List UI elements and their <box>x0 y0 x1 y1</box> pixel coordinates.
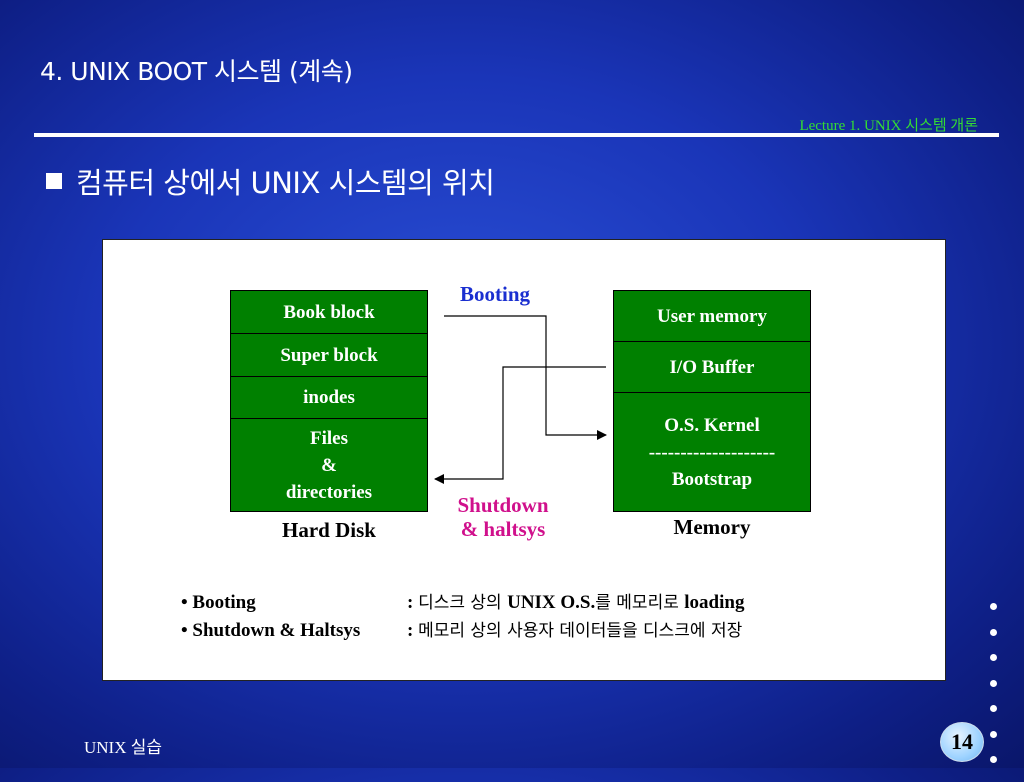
note-term: • Booting <box>181 592 256 613</box>
dot-icon <box>990 603 997 610</box>
decorative-dots <box>990 603 1000 782</box>
shutdown-line-1: Shutdown <box>457 493 549 517</box>
kernel-line-1: O.S. Kernel <box>664 414 760 436</box>
shutdown-line-2: & haltsys <box>460 517 546 541</box>
square-bullet-icon <box>46 173 62 189</box>
lecture-label: Lecture 1. UNIX 시스템 개론 <box>799 118 978 134</box>
hard-disk-block-book: Book block <box>230 290 428 334</box>
kernel-separator: -------------------- <box>648 441 776 463</box>
dot-icon <box>990 756 997 763</box>
section-heading-text: 컴퓨터 상에서 UNIX 시스템의 위치 <box>76 166 495 200</box>
note-description: : 디스크 상의 UNIX O.S.를 메모리로 loading <box>407 592 744 613</box>
files-line-1: Files <box>310 427 348 449</box>
memory-block-kernel: O.S. Kernel -------------------- Bootstr… <box>613 392 811 512</box>
note-desc-part: UNIX O.S. <box>507 592 596 613</box>
section-heading: 컴퓨터 상에서 UNIX 시스템의 위치 <box>46 160 495 202</box>
note-desc-part: 를 메모리로 <box>595 593 685 613</box>
slide-title: 4. UNIX BOOT 시스템 (계속) <box>40 57 353 86</box>
notes-list: • Booting: 디스크 상의 UNIX O.S.를 메모리로 loadin… <box>181 589 744 645</box>
hard-disk-caption: Hard Disk <box>282 518 376 542</box>
note-desc-part: 디스크 상의 <box>418 593 508 613</box>
footer-course: UNIX 실습 <box>84 738 163 757</box>
dot-icon <box>990 654 997 661</box>
page-number-badge: 14 <box>940 722 984 762</box>
shutdown-label: Shutdown & haltsys <box>433 493 573 541</box>
booting-arrow <box>444 315 607 440</box>
note-colon: : <box>407 620 419 641</box>
dot-icon <box>990 679 997 687</box>
flow-arrows <box>434 315 607 484</box>
booting-label: Booting <box>460 282 531 306</box>
title-divider <box>34 133 999 137</box>
hard-disk-block-inodes: inodes <box>230 376 428 419</box>
dot-icon <box>990 705 997 712</box>
kernel-line-3: Bootstrap <box>671 468 753 490</box>
note-shutdown: • Shutdown & Haltsys: 메모리 상의 사용자 데이터들을 디… <box>181 617 744 645</box>
note-description: : 메모리 상의 사용자 데이터들을 디스크에 저장 <box>407 620 742 641</box>
note-desc-part: 메모리 상의 사용자 데이터들을 디스크에 저장 <box>418 621 743 641</box>
memory-caption: Memory <box>673 515 751 539</box>
shutdown-arrow <box>434 366 606 484</box>
note-booting: • Booting: 디스크 상의 UNIX O.S.를 메모리로 loadin… <box>181 589 744 617</box>
note-desc-part: loading <box>684 592 745 613</box>
diagram-panel: Book block Super block inodes Files & di… <box>102 239 946 681</box>
note-colon: : <box>407 592 419 613</box>
hard-disk-block-files: Files & directories <box>230 418 428 512</box>
note-term: • Shutdown & Haltsys <box>181 620 361 641</box>
memory-block-io-buffer: I/O Buffer <box>613 341 811 393</box>
dot-icon <box>990 730 997 738</box>
files-line-3: directories <box>285 481 373 503</box>
files-line-2: & <box>321 454 337 476</box>
memory-block-user: User memory <box>613 290 811 342</box>
dot-icon <box>990 628 997 636</box>
